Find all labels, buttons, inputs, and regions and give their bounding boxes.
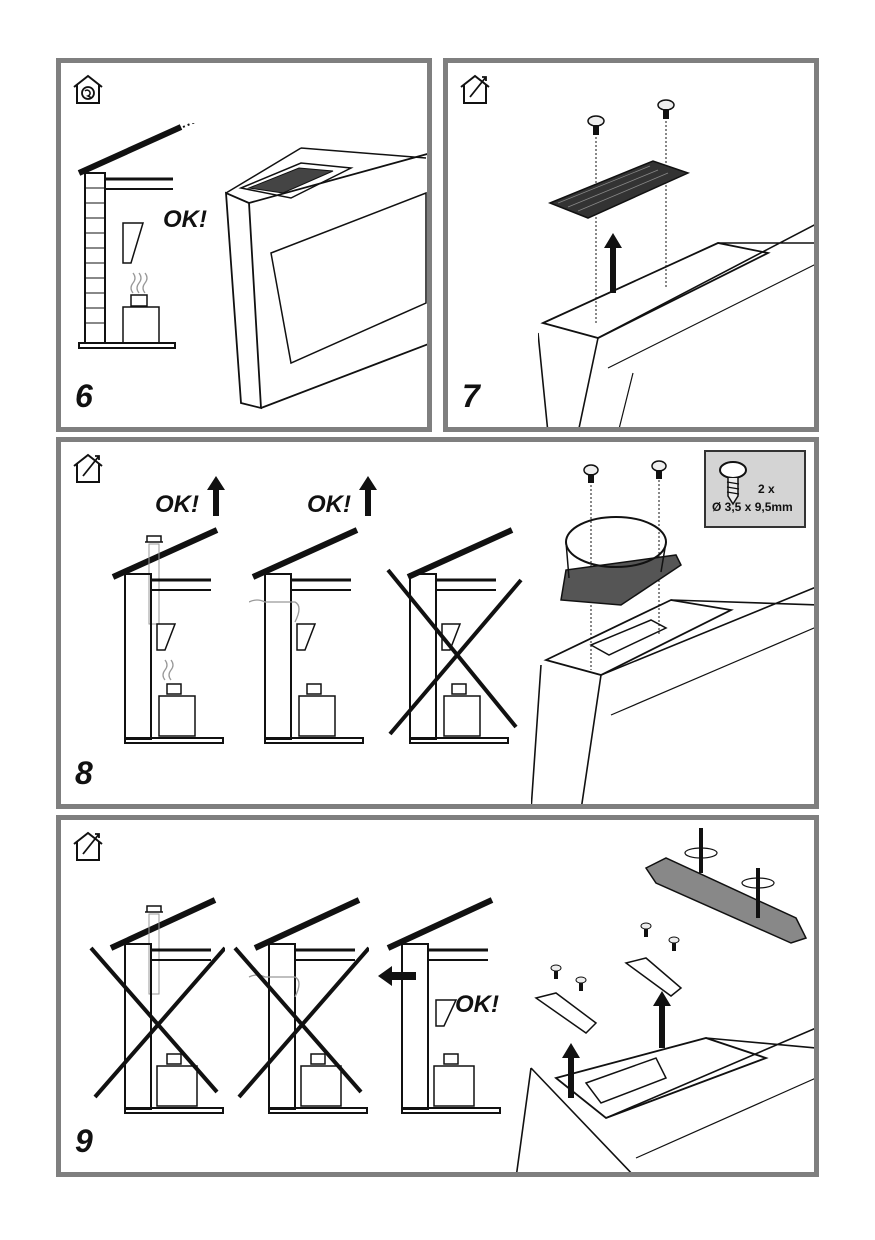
screw-icon [640, 922, 652, 937]
screw-quantity: 2 x [758, 482, 775, 496]
screw-icon [587, 115, 605, 135]
filter-removal-illustration [538, 99, 814, 427]
side-wall-vent-ok-scene [378, 897, 501, 1114]
arrow-up-icon [207, 476, 225, 516]
wall-vent-not-ok-scene [386, 527, 523, 744]
hood-top-with-filter-illustration [224, 147, 427, 410]
step-6-panel: OK! 6 [56, 58, 432, 432]
screw-icon [583, 464, 599, 483]
ok-label: OK! [163, 206, 207, 233]
cross-icon [89, 946, 225, 1099]
ok-label: OK! [155, 476, 225, 517]
recirculation-house-icon [73, 74, 103, 104]
step-number: 9 [75, 1123, 93, 1159]
screw-icon [550, 964, 562, 979]
step-8-panel: OK! OK! [56, 437, 819, 809]
step-9-panel: OK! 9 [56, 815, 819, 1177]
svg-text:OK!: OK! [307, 491, 351, 517]
screw-spec-box: 2 x Ø 3,5 x 9,5mm [704, 450, 806, 528]
svg-text:OK!: OK! [155, 491, 199, 517]
screw-icon [575, 976, 587, 991]
wall-vent-not-ok-scene [233, 897, 369, 1114]
screw-icon [651, 460, 667, 479]
screw-icon [668, 936, 680, 951]
ok-label: OK! [307, 476, 377, 517]
ducted-house-icon [73, 453, 103, 483]
ok-label: OK! [455, 991, 499, 1018]
arrow-up-icon [562, 1043, 580, 1098]
ducted-house-icon [73, 831, 103, 861]
chimney-ok-scene [111, 527, 224, 744]
screw-icon [719, 461, 747, 506]
arrow-up-icon [359, 476, 377, 516]
step-7-panel: 7 [443, 58, 819, 432]
step-number: 8 [75, 755, 93, 791]
svg-text:OK!: OK! [163, 206, 207, 233]
recirculation-kitchen-scene [77, 123, 196, 349]
screw-dimension: Ø 3,5 x 9,5mm [712, 500, 793, 514]
cross-icon [386, 568, 523, 736]
svg-text:OK!: OK! [455, 991, 499, 1018]
step-number: 7 [462, 378, 480, 414]
cross-icon [233, 946, 369, 1099]
chimney-not-ok-scene [89, 897, 225, 1114]
arrow-up-icon [653, 991, 671, 1048]
wall-vent-ok-scene [249, 527, 364, 744]
arrow-left-icon [378, 966, 416, 986]
ducted-house-icon [460, 74, 490, 104]
rail-mounting-illustration [516, 828, 814, 1172]
arrow-up-icon [604, 233, 622, 293]
step-number: 6 [75, 378, 93, 414]
screw-icon [657, 99, 675, 119]
duct-flange-mounting-illustration [531, 460, 814, 804]
